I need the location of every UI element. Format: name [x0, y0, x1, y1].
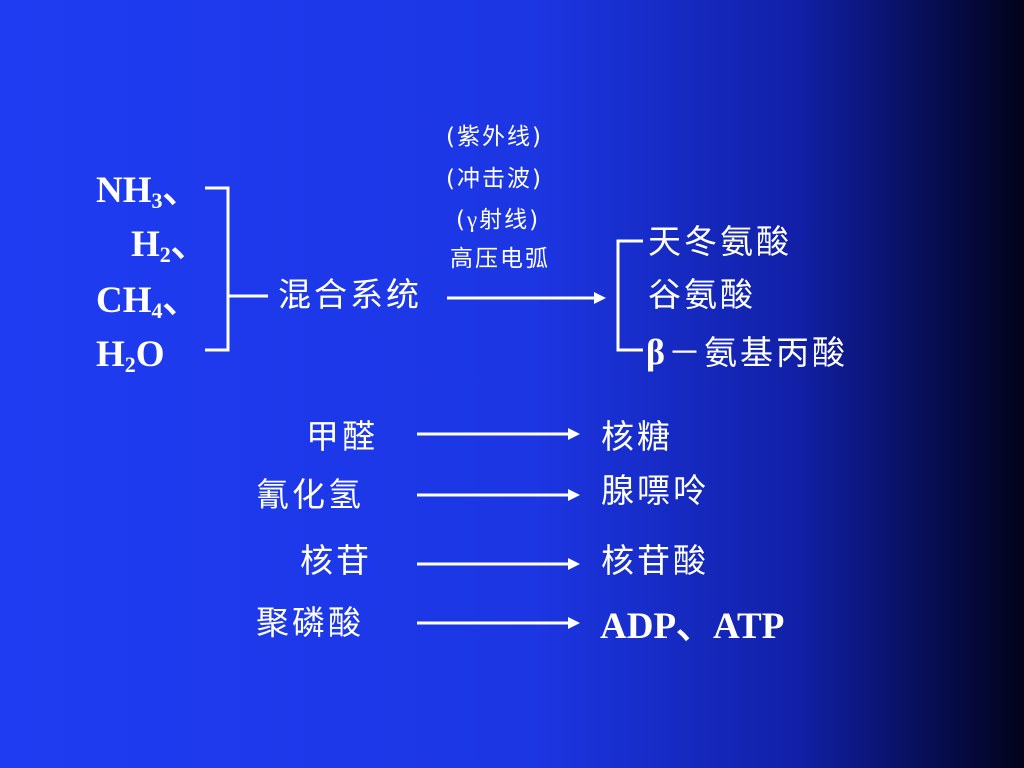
arrow-1-head	[568, 428, 580, 440]
conversion-1-to: 核糖	[601, 417, 673, 456]
reactant-ch4: CH4、	[96, 280, 200, 324]
energy-arc: 高压电弧	[450, 246, 550, 272]
conversion-2-from: 氰化氢	[256, 475, 364, 514]
reactant-nh3: NH3、	[96, 170, 200, 214]
main-arrow-head	[594, 292, 606, 304]
conversion-2-to: 腺嘌呤	[601, 471, 709, 510]
product-beta-alanine: β－氨基丙酸	[646, 332, 848, 372]
conversion-3-to: 核苷酸	[601, 541, 709, 580]
energy-gamma: (γ射线)	[456, 207, 541, 233]
product-bracket	[616, 239, 643, 352]
reactant-h2: H2、	[131, 224, 208, 268]
mixture-label: 混合系统	[278, 275, 422, 314]
conversion-3-from: 核苷	[300, 541, 372, 580]
arrow-2-head	[568, 489, 580, 501]
product-aspartic-acid: 天冬氨酸	[648, 222, 792, 261]
arrow-3-head	[568, 558, 580, 570]
reactant-bracket	[205, 186, 230, 352]
conversion-4-from: 聚磷酸	[256, 603, 364, 642]
arrow-4-head	[568, 617, 580, 629]
energy-shockwave: (冲击波)	[446, 166, 543, 192]
energy-uv: (紫外线)	[446, 124, 543, 150]
conversion-1-from: 甲醛	[306, 417, 378, 456]
conversion-4-to: ADP、ATP	[600, 606, 785, 647]
reactant-h2o: H2O	[96, 334, 165, 378]
product-glutamic-acid: 谷氨酸	[648, 275, 756, 314]
